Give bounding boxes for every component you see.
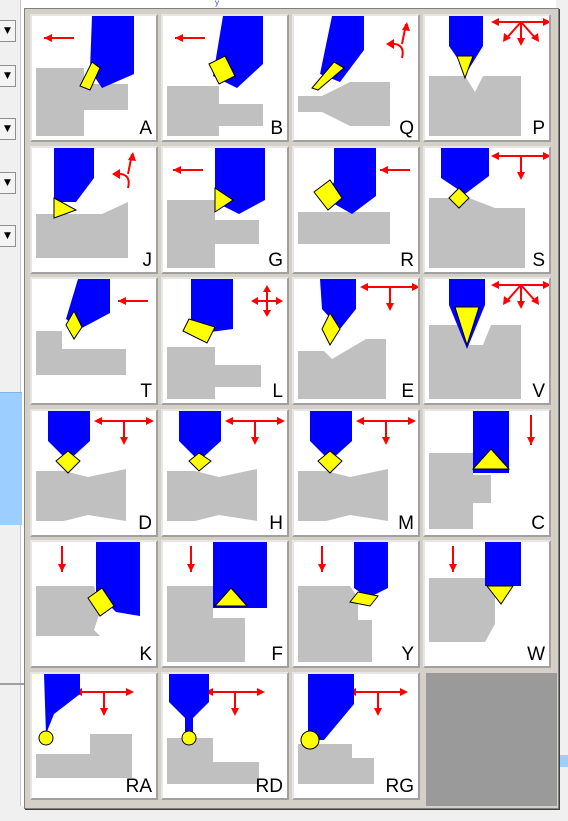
tool-tile-label: W xyxy=(527,644,545,665)
tool-tile-d[interactable]: D xyxy=(30,408,158,537)
tool-tile-label: J xyxy=(142,249,153,271)
tool-tile-label: RG xyxy=(385,775,415,797)
combo-dropdown-icon-3[interactable]: ▼ xyxy=(0,118,16,140)
tool-tile-label: RA xyxy=(125,775,152,797)
tool-tile-f[interactable]: F xyxy=(161,540,289,668)
tool-tile-v[interactable]: V xyxy=(423,277,551,405)
tool-tile-b[interactable]: B xyxy=(161,14,289,142)
tool-tile-label: L xyxy=(272,381,283,402)
background-selection-panel xyxy=(0,392,22,525)
tool-tile-w[interactable]: W xyxy=(423,540,551,668)
tool-insert-c-icon xyxy=(429,410,535,529)
tool-tile-c[interactable]: C xyxy=(423,408,551,537)
tool-tile-label: K xyxy=(139,644,152,665)
tool-tile-p[interactable]: P xyxy=(423,14,551,142)
tool-tile-t[interactable]: T xyxy=(30,277,158,405)
tool-insert-r-icon xyxy=(298,147,410,244)
tool-tile-a[interactable]: A xyxy=(30,14,158,142)
tool-insert-y-icon xyxy=(298,542,388,662)
tool-tile-label: Y xyxy=(401,644,414,665)
tool-tile-h[interactable]: H xyxy=(161,408,289,537)
tool-tile-rg[interactable]: RG xyxy=(292,671,420,800)
tool-tile-label: A xyxy=(139,118,152,139)
tool-insert-q-icon xyxy=(298,16,410,136)
tool-tile-label: R xyxy=(400,249,414,271)
tool-insert-rd-icon xyxy=(167,673,265,784)
tool-insert-ra-icon xyxy=(36,673,134,778)
tool-tile-q[interactable]: Q xyxy=(292,14,420,142)
chevron-down-icon: ▼ xyxy=(4,124,11,134)
tool-tile-label: Q xyxy=(399,118,414,139)
tool-tile-label: B xyxy=(270,118,283,139)
chevron-down-icon: ▼ xyxy=(4,71,11,81)
tool-tile-label: S xyxy=(532,249,545,271)
tool-insert-j-icon xyxy=(36,147,136,258)
tool-insert-k-icon xyxy=(36,542,140,636)
tool-tile-label: G xyxy=(268,249,283,271)
background-status-strip xyxy=(0,806,568,821)
tool-tile-label: F xyxy=(271,644,283,665)
chevron-down-icon: ▼ xyxy=(4,178,11,188)
tool-insert-v-icon xyxy=(429,279,549,399)
tool-tile-s[interactable]: S xyxy=(423,145,551,274)
combo-dropdown-icon-1[interactable]: ▼ xyxy=(0,20,16,42)
tool-insert-s-icon xyxy=(429,147,549,268)
combo-dropdown-icon-4[interactable]: ▼ xyxy=(0,172,16,194)
tool-tile-label: P xyxy=(532,118,545,139)
tool-tile-label: H xyxy=(269,512,283,534)
tool-insert-p-icon xyxy=(429,16,549,136)
tool-insert-rg-icon xyxy=(298,673,408,784)
tool-insert-e-icon xyxy=(298,279,418,399)
combo-dropdown-icon-2[interactable]: ▼ xyxy=(0,65,16,87)
tool-tile-label: RD xyxy=(255,775,283,797)
tool-insert-a-icon xyxy=(36,16,134,136)
background-divider xyxy=(0,683,24,685)
background-selection-fragment xyxy=(556,755,568,767)
tool-insert-l-icon xyxy=(167,279,283,399)
tool-tile-label: C xyxy=(531,512,545,534)
tool-insert-f-icon xyxy=(167,542,267,662)
tool-tile-y[interactable]: Y xyxy=(292,540,420,668)
tool-tile-rd[interactable]: RD xyxy=(161,671,289,800)
tool-insert-palette: A B Q P J G R S T L E V D H xyxy=(24,8,559,809)
tool-tile-l[interactable]: L xyxy=(161,277,289,405)
combo-dropdown-icon-5[interactable]: ▼ xyxy=(0,225,16,247)
tool-tile-label: V xyxy=(532,381,545,402)
tool-insert-w-icon xyxy=(429,542,521,642)
tool-insert-g-icon xyxy=(167,147,265,268)
tool-tile-ra[interactable]: RA xyxy=(30,671,158,800)
background-text-fragment: y xyxy=(215,0,219,7)
tool-insert-t-icon xyxy=(36,279,148,375)
background-window-edge-right xyxy=(556,0,568,821)
tool-tile-r[interactable]: R xyxy=(292,145,420,274)
tool-tile-g[interactable]: G xyxy=(161,145,289,274)
tool-tile-e[interactable]: E xyxy=(292,277,420,405)
tool-insert-b-icon xyxy=(167,16,263,136)
chevron-down-icon: ▼ xyxy=(4,26,11,36)
tool-tile-j[interactable]: J xyxy=(30,145,158,274)
tool-insert-m-icon xyxy=(298,410,416,521)
tool-tile-label: E xyxy=(401,381,414,402)
tool-insert-d-icon xyxy=(36,410,154,521)
tool-tile-label: T xyxy=(140,381,152,402)
tool-tile-label: M xyxy=(398,512,414,534)
tool-tile-k[interactable]: K xyxy=(30,540,158,668)
empty-palette-slot xyxy=(426,673,557,806)
tool-tile-label: D xyxy=(138,512,152,534)
tool-tile-m[interactable]: M xyxy=(292,408,420,537)
tool-insert-h-icon xyxy=(167,410,285,521)
chevron-down-icon: ▼ xyxy=(4,231,11,241)
